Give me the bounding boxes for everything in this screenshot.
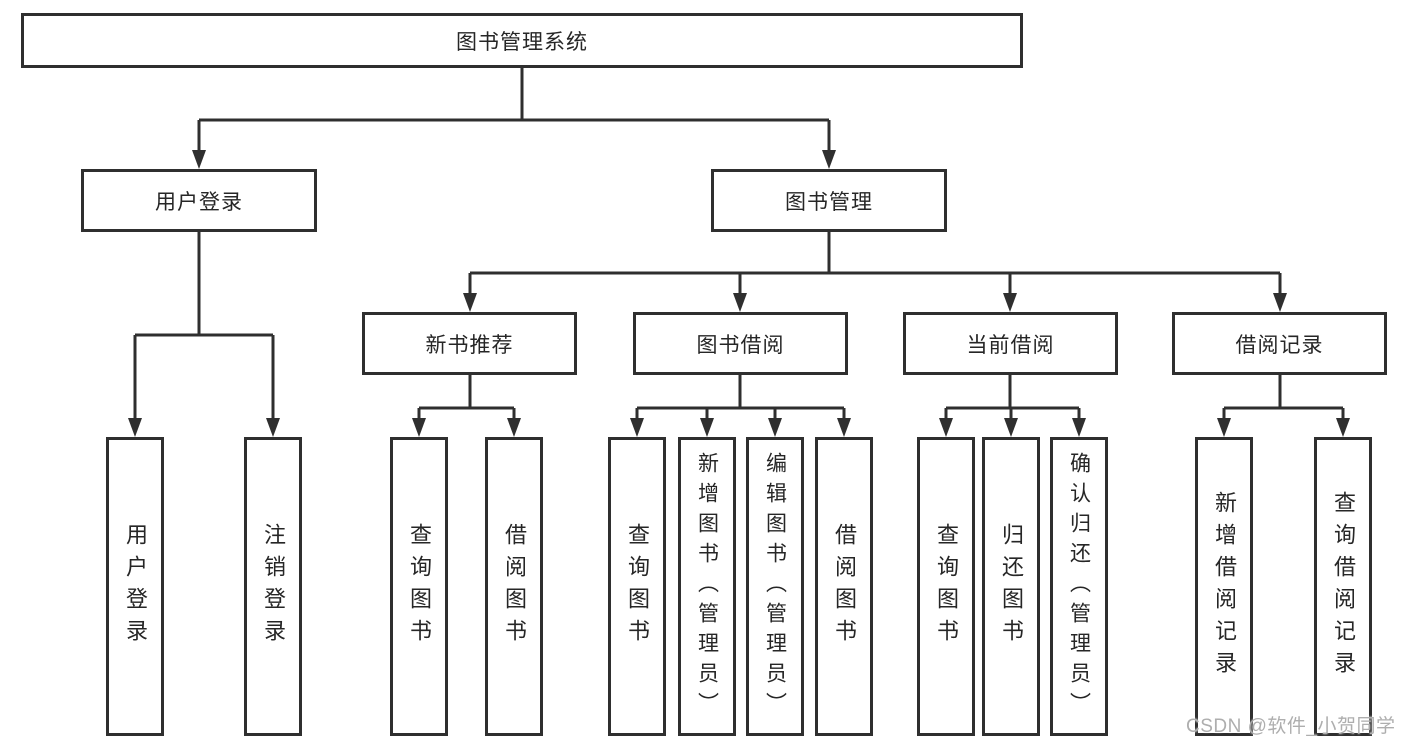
connector	[468, 232, 1282, 295]
node-new-book-recommend: 新书推荐	[362, 312, 577, 375]
arrowhead-icon	[128, 418, 142, 437]
leaf-label: 查询图书	[934, 522, 959, 651]
leaf-borrow-books-borrowing: 借阅图书	[815, 437, 873, 736]
leaf-label: 查询图书	[625, 522, 650, 651]
arrowhead-icon	[463, 293, 477, 312]
leaf-add-book-admin: 新增图书（管理员）	[678, 437, 736, 736]
connector	[417, 375, 516, 420]
leaf-confirm-return-admin: 确认归还（管理员）	[1050, 437, 1108, 736]
leaf-query-books-borrowing: 查询图书	[608, 437, 666, 736]
leaf-borrow-books-recommend: 借阅图书	[485, 437, 543, 736]
arrowhead-icon	[266, 418, 280, 437]
connector	[1222, 375, 1345, 420]
arrowhead-icon	[412, 418, 426, 437]
csdn-watermark: CSDN @软件_小贺同学	[1186, 716, 1396, 737]
node-book-borrowing: 图书借阅	[633, 312, 848, 375]
leaf-query-books-recommend: 查询图书	[390, 437, 448, 736]
arrowhead-icon	[822, 150, 836, 169]
leaf-label: 编辑图书（管理员）	[763, 451, 787, 722]
node-root: 图书管理系统	[21, 13, 1023, 68]
arrowhead-icon	[837, 418, 851, 437]
leaf-query-books-current: 查询图书	[917, 437, 975, 736]
leaf-add-borrow-record: 新增借阅记录	[1195, 437, 1253, 736]
arrowhead-icon	[1217, 418, 1231, 437]
arrowheads	[128, 150, 1350, 437]
arrowhead-icon	[1072, 418, 1086, 437]
connector-paths	[133, 68, 1345, 420]
arrowhead-icon	[1273, 293, 1287, 312]
arrowhead-icon	[1004, 418, 1018, 437]
leaf-label: 新增借阅记录	[1212, 490, 1237, 683]
arrowhead-icon	[768, 418, 782, 437]
leaf-label: 用户登录	[123, 522, 148, 651]
leaf-label: 新增图书（管理员）	[695, 451, 719, 722]
leaf-label: 借阅图书	[502, 522, 527, 651]
node-current-borrowing: 当前借阅	[903, 312, 1118, 375]
arrowhead-icon	[507, 418, 521, 437]
leaf-label: 归还图书	[999, 522, 1024, 651]
leaf-label: 借阅图书	[832, 522, 857, 651]
node-book-management: 图书管理	[711, 169, 947, 232]
leaf-return-books: 归还图书	[982, 437, 1040, 736]
arrowhead-icon	[1336, 418, 1350, 437]
leaf-label: 注销登录	[261, 522, 286, 651]
connector	[197, 68, 831, 152]
arrowhead-icon	[733, 293, 747, 312]
leaf-label: 确认归还（管理员）	[1067, 451, 1091, 722]
leaf-user-login: 用户登录	[106, 437, 164, 736]
node-borrowing-records: 借阅记录	[1172, 312, 1387, 375]
connector	[133, 232, 275, 420]
leaf-label: 查询图书	[407, 522, 432, 651]
leaf-logout: 注销登录	[244, 437, 302, 736]
leaf-query-borrow-record: 查询借阅记录	[1314, 437, 1372, 736]
leaf-label: 查询借阅记录	[1331, 490, 1356, 683]
leaf-edit-book-admin: 编辑图书（管理员）	[746, 437, 804, 736]
connector	[944, 375, 1081, 420]
arrowhead-icon	[700, 418, 714, 437]
node-user-login: 用户登录	[81, 169, 317, 232]
connector	[635, 375, 846, 420]
arrowhead-icon	[630, 418, 644, 437]
arrowhead-icon	[939, 418, 953, 437]
arrowhead-icon	[1003, 293, 1017, 312]
arrowhead-icon	[192, 150, 206, 169]
